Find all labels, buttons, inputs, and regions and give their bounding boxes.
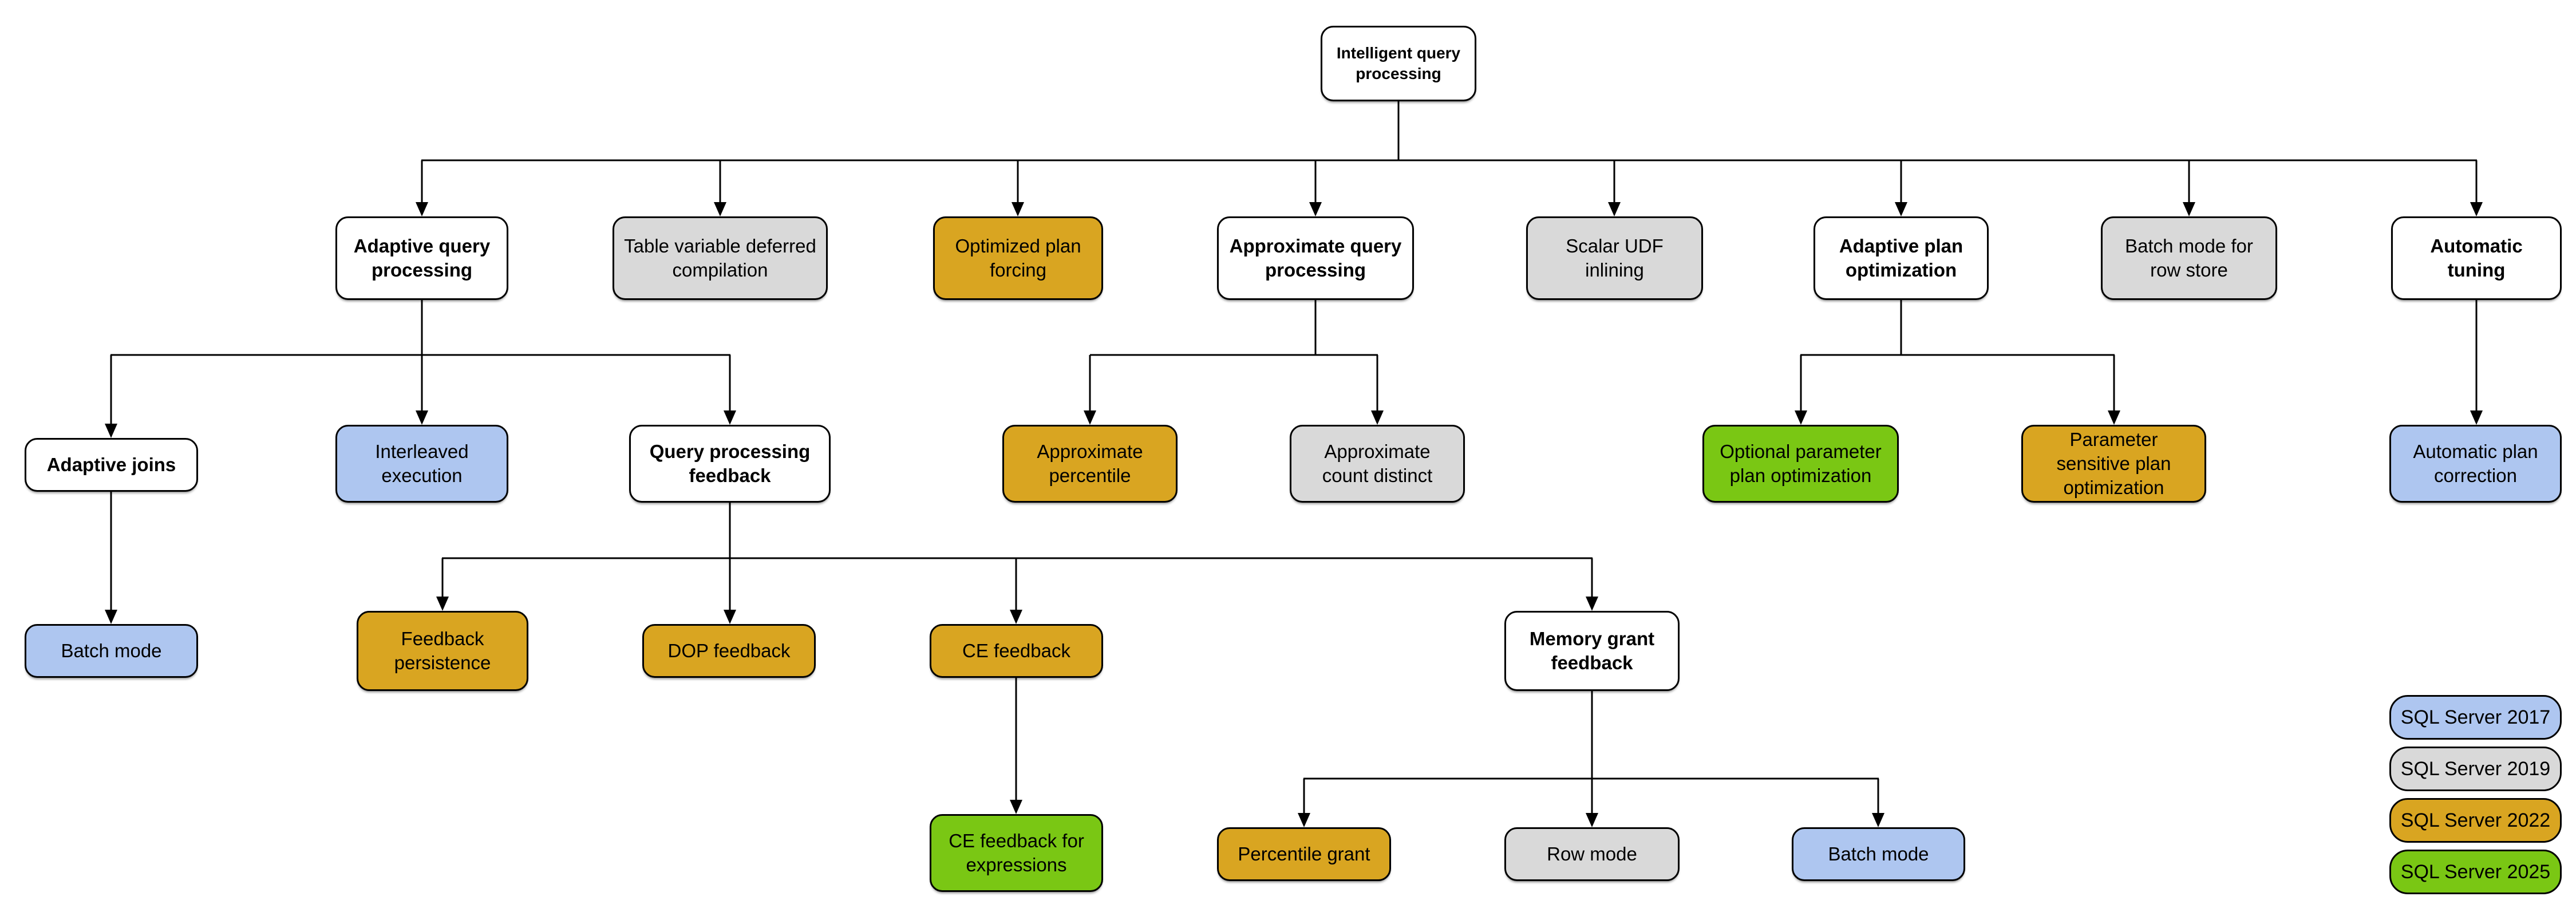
node-label: Optimized plan forcing bbox=[955, 235, 1081, 281]
node-percentile-grant: Percentile grant bbox=[1217, 827, 1391, 881]
arrowhead bbox=[1586, 813, 1598, 827]
node-label: Adaptive plan optimization bbox=[1839, 235, 1963, 281]
legend-item-sql-server-2019: SQL Server 2019 bbox=[2389, 747, 2562, 791]
node-label: Query processing feedback bbox=[649, 440, 811, 486]
node-label: Batch mode for row store bbox=[2125, 235, 2253, 281]
node-parameter-sensitive-plan-optimization: Parameter sensitive plan optimization bbox=[2021, 425, 2206, 503]
arrowhead bbox=[105, 610, 117, 624]
arrowhead bbox=[1010, 610, 1022, 624]
node-label: Percentile grant bbox=[1238, 843, 1370, 864]
arrowhead bbox=[1795, 410, 1807, 425]
node-scalar-udf-inlining: Scalar UDF inlining bbox=[1526, 216, 1703, 300]
node-label: Feedback persistence bbox=[394, 627, 491, 673]
node-label: DOP feedback bbox=[667, 639, 791, 661]
node-label: CE feedback for expressions bbox=[949, 830, 1084, 875]
node-label: Adaptive joins bbox=[46, 453, 176, 475]
legend-label: SQL Server 2017 bbox=[2400, 706, 2551, 728]
node-label: Table variable deferred compilation bbox=[624, 235, 816, 281]
arrowhead bbox=[1309, 202, 1322, 216]
node-table-variable-deferred-compilation: Table variable deferred compilation bbox=[613, 216, 828, 300]
node-approximate-count-distinct: Approximate count distinct bbox=[1290, 425, 1465, 503]
node-automatic-plan-correction: Automatic plan correction bbox=[2389, 425, 2562, 503]
arrowhead bbox=[724, 410, 736, 425]
legend-label: SQL Server 2022 bbox=[2400, 809, 2551, 831]
arrowhead bbox=[1608, 202, 1621, 216]
node-label: Approximate count distinct bbox=[1322, 440, 1433, 486]
legend-item-sql-server-2025: SQL Server 2025 bbox=[2389, 850, 2562, 894]
node-dop-feedback: DOP feedback bbox=[642, 624, 816, 678]
node-batch-mode-adaptive-joins: Batch mode bbox=[25, 624, 198, 678]
arrowhead bbox=[2183, 202, 2195, 216]
arrowhead bbox=[1872, 813, 1884, 827]
arrowhead bbox=[2470, 202, 2483, 216]
node-label: Approximate percentile bbox=[1037, 440, 1143, 486]
node-ce-feedback: CE feedback bbox=[930, 624, 1103, 678]
arrowhead bbox=[1010, 800, 1022, 814]
node-memory-grant-feedback: Memory grant feedback bbox=[1504, 611, 1680, 691]
node-label: Row mode bbox=[1547, 843, 1637, 864]
node-label: Automatic tuning bbox=[2430, 235, 2523, 281]
node-row-mode: Row mode bbox=[1504, 827, 1680, 881]
arrowhead bbox=[1371, 410, 1384, 425]
node-intelligent-query-processing: Intelligent query processing bbox=[1321, 26, 1476, 101]
arrowhead bbox=[1012, 202, 1024, 216]
arrowhead bbox=[436, 597, 449, 611]
legend-item-sql-server-2022: SQL Server 2022 bbox=[2389, 798, 2562, 843]
node-adaptive-plan-optimization: Adaptive plan optimization bbox=[1814, 216, 1989, 300]
node-label: Interleaved execution bbox=[375, 440, 469, 486]
node-adaptive-query-processing: Adaptive query processing bbox=[335, 216, 508, 300]
arrowhead bbox=[2108, 410, 2120, 425]
node-batch-mode-memory-grant: Batch mode bbox=[1792, 827, 1965, 881]
arrowhead bbox=[1895, 202, 1907, 216]
node-automatic-tuning: Automatic tuning bbox=[2391, 216, 2562, 300]
node-label: Batch mode bbox=[1828, 843, 1929, 864]
node-label: Optional parameter plan optimization bbox=[1720, 440, 1882, 486]
node-label: Scalar UDF inlining bbox=[1566, 235, 1664, 281]
arrowhead bbox=[416, 202, 428, 216]
node-label: Intelligent query processing bbox=[1336, 44, 1461, 82]
node-label: CE feedback bbox=[962, 639, 1070, 661]
node-label: Batch mode bbox=[61, 639, 162, 661]
legend-label: SQL Server 2025 bbox=[2400, 860, 2551, 883]
arrowhead bbox=[1298, 813, 1310, 827]
node-feedback-persistence: Feedback persistence bbox=[357, 611, 528, 691]
node-label: Approximate query processing bbox=[1229, 235, 1402, 281]
arrowhead bbox=[724, 610, 736, 624]
node-label: Memory grant feedback bbox=[1529, 627, 1655, 673]
node-optional-parameter-plan-optimization: Optional parameter plan optimization bbox=[1702, 425, 1899, 503]
node-adaptive-joins: Adaptive joins bbox=[25, 438, 198, 492]
node-ce-feedback-for-expressions: CE feedback for expressions bbox=[930, 814, 1103, 892]
arrowhead bbox=[714, 202, 726, 216]
node-approximate-query-processing: Approximate query processing bbox=[1217, 216, 1414, 300]
node-approximate-percentile: Approximate percentile bbox=[1002, 425, 1178, 503]
node-batch-mode-for-row-store: Batch mode for row store bbox=[2101, 216, 2277, 300]
node-label: Adaptive query processing bbox=[353, 235, 491, 281]
arrowhead bbox=[416, 410, 428, 425]
legend-item-sql-server-2017: SQL Server 2017 bbox=[2389, 695, 2562, 740]
node-optimized-plan-forcing: Optimized plan forcing bbox=[933, 216, 1103, 300]
legend-label: SQL Server 2019 bbox=[2400, 757, 2551, 780]
arrowhead bbox=[2470, 410, 2483, 425]
node-label: Automatic plan correction bbox=[2413, 440, 2538, 486]
arrowhead bbox=[1586, 597, 1598, 611]
node-query-processing-feedback: Query processing feedback bbox=[629, 425, 831, 503]
node-interleaved-execution: Interleaved execution bbox=[335, 425, 508, 503]
arrowhead bbox=[1084, 410, 1096, 425]
node-label: Parameter sensitive plan optimization bbox=[2056, 428, 2171, 499]
arrowhead bbox=[105, 424, 117, 438]
